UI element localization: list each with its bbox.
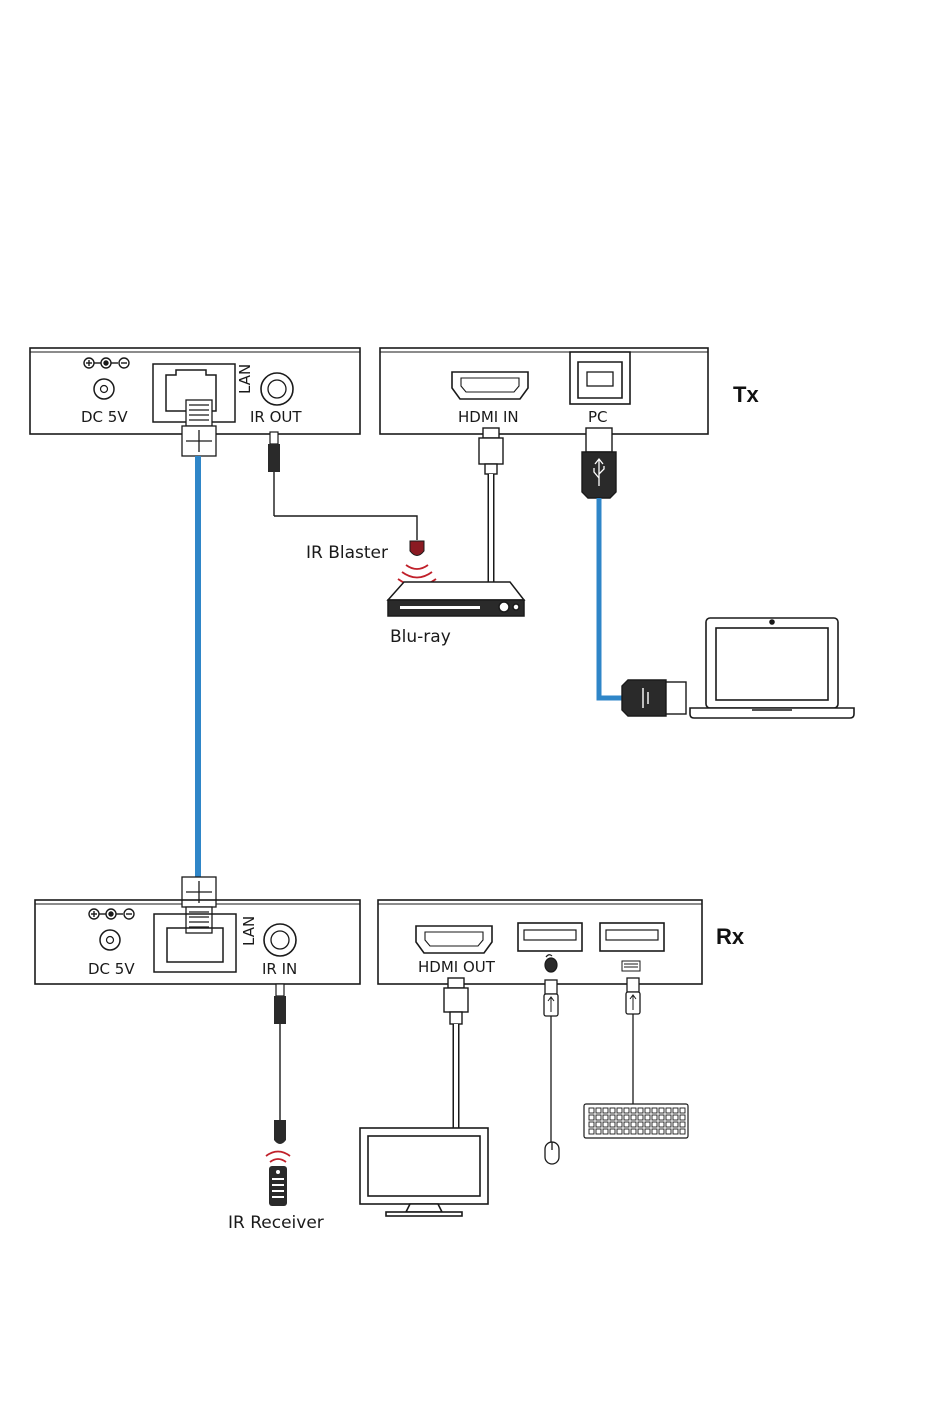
rx-label: Rx	[716, 924, 745, 949]
rx-power-label: DC 5V	[88, 960, 135, 978]
remote-control-icon	[266, 1152, 290, 1207]
keyboard-cable	[626, 978, 640, 1104]
ir-receiver-label: IR Receiver	[228, 1213, 324, 1233]
tx-usb-label: PC	[588, 408, 608, 426]
ir-blaster-icon	[398, 541, 436, 586]
rx-ir-jack-icon	[264, 924, 296, 956]
bluray-player-icon	[388, 582, 524, 616]
rx-dc-power-jack	[100, 930, 120, 950]
tx-hdmi-label: HDMI IN	[458, 408, 519, 426]
rx-polarity-icon	[89, 909, 134, 919]
ir-blaster-label: IR Blaster	[306, 543, 388, 563]
mouse-cable	[544, 980, 559, 1164]
usb-cable	[599, 498, 622, 698]
rx-rj45-connector-icon	[182, 877, 216, 933]
tx-power-label: DC 5V	[81, 408, 128, 426]
rj45-connector-icon	[182, 400, 216, 456]
keyboard-large-icon	[584, 1104, 688, 1138]
tx-front-panel: HDMI IN PC	[380, 348, 708, 434]
rx-ir-label: IR IN	[262, 960, 297, 978]
tx-label: Tx	[733, 382, 759, 407]
tx-ir-label: IR OUT	[250, 408, 302, 426]
tx-lan-label: LAN	[236, 364, 254, 394]
laptop-icon	[690, 618, 854, 718]
rx-hdmi-cable	[444, 978, 468, 1128]
usb-a-connector-icon	[622, 680, 686, 716]
rx-front-panel: HDMI OUT	[378, 900, 702, 984]
ir-receiver-cable	[274, 984, 286, 1144]
tx-hdmi-cable	[479, 428, 503, 582]
bluray-label: Blu-ray	[390, 627, 451, 647]
ir-blaster-cable	[268, 432, 417, 540]
rx-hdmi-label: HDMI OUT	[418, 958, 496, 976]
usb-b-connector-icon	[582, 428, 616, 498]
rx-lan-label: LAN	[240, 916, 258, 946]
monitor-icon	[360, 1128, 488, 1216]
